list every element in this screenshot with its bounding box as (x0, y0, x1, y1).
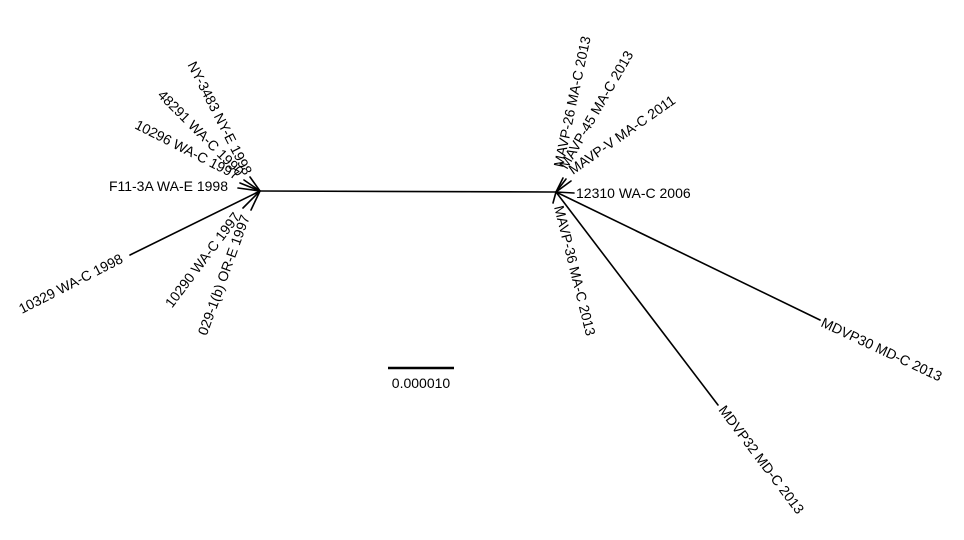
scale-bar-label: 0.000010 (392, 375, 451, 391)
branch-f113a (237, 187, 261, 192)
branch-mavp36 (552, 191, 557, 204)
leaf-label-mavp36: MAVP-36 MA-C 2013 (551, 204, 599, 338)
branch-or0291b (250, 190, 261, 211)
branch-mavpv (555, 180, 572, 193)
leaf-label-mdvp30: MDVP30 MD-C 2013 (819, 314, 945, 384)
branch-mdvp32 (555, 191, 719, 406)
leaf-label-mdvp32: MDVP32 MD-C 2013 (716, 402, 808, 517)
leaf-label-w12310: 12310 WA-C 2006 (576, 185, 691, 201)
branch-w12310 (555, 191, 575, 194)
branch-w10290 (242, 190, 261, 209)
leaf-label-w10329: 10329 WA-C 1998 (16, 250, 126, 316)
branch-w10296 (239, 182, 261, 192)
leaf-label-f113a: F11-3A WA-E 1998 (109, 178, 228, 194)
branch-ny3483 (249, 176, 261, 192)
branch-mdvp30 (555, 191, 821, 321)
internal-branch (259, 190, 557, 193)
branch-w10329 (129, 190, 261, 256)
